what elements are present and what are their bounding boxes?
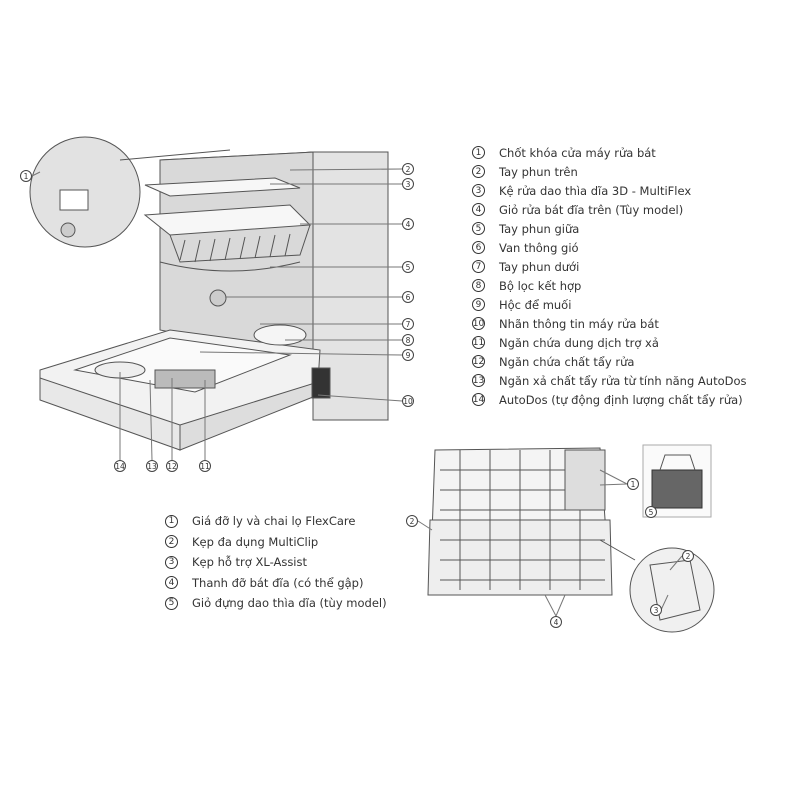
rack-legend: 1 Giá đỡ ly và chai lọ FlexCare 2 Kẹp đa dụ… (165, 511, 387, 614)
legend-number: 1 (165, 514, 178, 528)
legend-item: 10 Nhãn thông tin máy rửa bát (472, 314, 747, 333)
legend-item: 1 Chốt khóa cửa máy rửa bát (472, 143, 747, 162)
legend-item: 4 Giỏ rửa bát đĩa trên (Tùy model) (472, 200, 747, 219)
legend-number: 3 (165, 555, 178, 569)
legend-label: Hộc để muối (499, 297, 572, 312)
leader-lines (31, 168, 403, 461)
legend-label: Thanh đỡ bát đĩa (có thể gập) (192, 575, 364, 590)
callout: 8 (402, 334, 414, 346)
clip-detail (599, 539, 715, 633)
legend-label: Bộ lọc kết hợp (499, 278, 582, 293)
callout: 7 (402, 318, 414, 330)
callout: 4 (550, 616, 562, 628)
legend-label: Chốt khóa cửa máy rửa bát (499, 145, 656, 160)
legend-item: 11 Ngăn chứa dung dịch trợ xả (472, 333, 747, 352)
legend-item: 13 Ngăn xả chất tẩy rửa từ tính năng Auto… (472, 371, 747, 390)
legend-label: AutoDos (tự động định lượng chất tẩy rửa… (499, 392, 743, 407)
legend-item: 1 Giá đỡ ly và chai lọ FlexCare (165, 511, 387, 532)
legend-item: 3 Kệ rửa dao thìa dĩa 3D - MultiFlex (472, 181, 747, 200)
legend-number: 2 (472, 165, 485, 178)
legend-item: 14 AutoDos (tự động định lượng chất tẩy r… (472, 390, 747, 409)
legend-item: 3 Kẹp hỗ trợ XL-Assist (165, 552, 387, 573)
legend-item: 5 Giỏ đựng dao thìa dĩa (tùy model) (165, 593, 387, 614)
legend-label: Giỏ rửa bát đĩa trên (Tùy model) (499, 202, 684, 217)
callout: 3 (650, 604, 662, 616)
callout: 2 (402, 163, 414, 175)
callout: 1 (20, 170, 32, 182)
legend-item: 12 Ngăn chứa chất tẩy rửa (472, 352, 747, 371)
legend-number: 7 (472, 260, 485, 273)
callout: 12 (166, 460, 178, 472)
legend-label: Nhãn thông tin máy rửa bát (499, 316, 659, 331)
callout: 9 (402, 349, 414, 361)
rack-leader-lines (417, 469, 683, 617)
legend-number: 14 (472, 393, 485, 406)
callout: 5 (402, 261, 414, 273)
main-legend: 1 Chốt khóa cửa máy rửa bát 2 Tay phun trên… (472, 143, 747, 409)
door-lock-detail (29, 136, 231, 248)
callout: 5 (645, 506, 657, 518)
legend-label: Kẹp hỗ trợ XL-Assist (192, 555, 308, 570)
legend-label: Ngăn xả chất tẩy rửa từ tính năng AutoDo… (499, 373, 747, 388)
legend-number: 10 (472, 317, 485, 330)
legend-item: 8 Bộ lọc kết hợp (472, 276, 747, 295)
legend-label: Ngăn chứa dung dịch trợ xả (499, 335, 659, 350)
legend-number: 3 (472, 184, 485, 197)
dishwasher-body (39, 151, 389, 451)
legend-number: 4 (165, 576, 178, 590)
legend-label: Giá đỡ ly và chai lọ FlexCare (192, 514, 356, 529)
legend-number: 5 (472, 222, 485, 235)
legend-item: 5 Tay phun giữa (472, 219, 747, 238)
legend-label: Tay phun trên (499, 164, 578, 179)
legend-number: 11 (472, 336, 485, 349)
legend-number: 6 (472, 241, 485, 254)
legend-item: 6 Van thông gió (472, 238, 747, 257)
legend-label: Tay phun dưới (499, 259, 580, 274)
legend-number: 2 (165, 535, 178, 549)
callout: 14 (114, 460, 126, 472)
legend-label: Ngăn chứa chất tẩy rửa (499, 354, 635, 369)
legend-item: 2 Tay phun trên (472, 162, 747, 181)
callout: 6 (402, 291, 414, 303)
callout: 1 (627, 478, 639, 490)
legend-number: 8 (472, 279, 485, 292)
callout: 4 (402, 218, 414, 230)
legend-label: Tay phun giữa (499, 221, 580, 236)
legend-item: 7 Tay phun dưới (472, 257, 747, 276)
legend-item: 4 Thanh đỡ bát đĩa (có thể gập) (165, 573, 387, 594)
callout: 2 (406, 515, 418, 527)
legend-number: 13 (472, 374, 485, 387)
legend-label: Van thông gió (499, 240, 579, 255)
upper-racks (143, 177, 312, 272)
callout: 2 (682, 550, 694, 562)
legend-number: 4 (472, 203, 485, 216)
legend-number: 5 (165, 596, 178, 610)
callout: 10 (402, 395, 414, 407)
legend-label: Kệ rửa dao thìa dĩa 3D - MultiFlex (499, 183, 692, 198)
legend-number: 9 (472, 298, 485, 311)
legend-item: 2 Kẹp đa dụng MultiClip (165, 532, 387, 553)
legend-number: 1 (472, 146, 485, 159)
lower-rack (427, 447, 613, 596)
legend-label: Giỏ đựng dao thìa dĩa (tùy model) (192, 596, 387, 611)
legend-number: 12 (472, 355, 485, 368)
legend-label: Kẹp đa dụng MultiClip (192, 534, 319, 549)
cutlery-basket (642, 444, 712, 518)
callout: 13 (146, 460, 158, 472)
callout: 11 (199, 460, 211, 472)
legend-item: 9 Hộc để muối (472, 295, 747, 314)
callout: 3 (402, 178, 414, 190)
